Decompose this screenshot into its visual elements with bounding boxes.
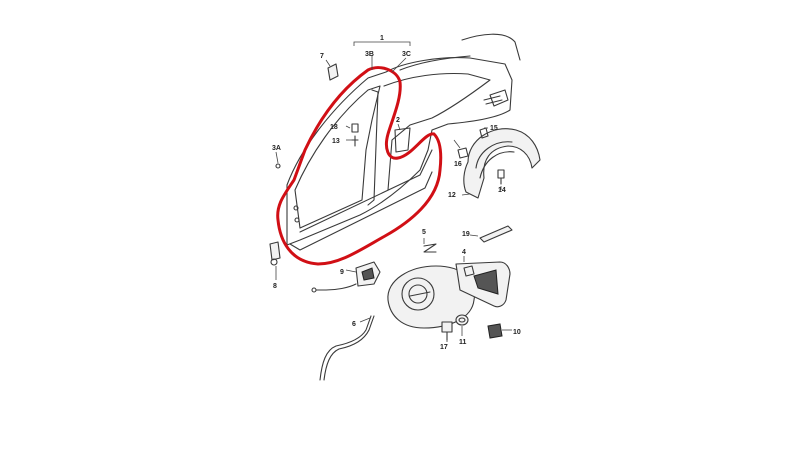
callout-3c: 3C [402,51,411,58]
callout-7: 7 [320,53,324,60]
callout-15: 15 [490,125,498,132]
callout-14: 14 [498,187,506,194]
callout-17: 17 [440,344,448,351]
callout-labels: 1 3B 3C 7 3A 18 13 2 15 16 14 12 5 19 4 … [272,35,521,351]
callout-2: 2 [396,117,400,124]
drain-hose [319,315,372,381]
callout-19: 19 [462,231,470,238]
callout-18: 18 [330,124,338,131]
wheel-arch-liner [463,128,541,199]
callout-4: 4 [462,249,466,256]
callout-13: 13 [332,138,340,145]
highlight-outline [276,66,443,266]
body-side-panel [286,33,521,251]
callout-11: 11 [459,339,467,346]
fuel-filler-housing [387,261,511,329]
seal-strip [479,225,513,243]
callout-6: 6 [352,321,356,328]
fasteners [269,63,505,341]
callout-16: 16 [454,161,462,168]
callout-12: 12 [448,192,456,199]
callout-8: 8 [273,283,277,290]
callout-1: 1 [380,35,384,42]
fuel-lid-actuator [311,261,381,293]
callout-9: 9 [340,269,344,276]
callout-3b: 3B [365,51,374,58]
callout-3a: 3A [272,145,281,152]
callout-5: 5 [422,229,426,236]
spring-clip [423,243,437,253]
callout-10: 10 [513,329,521,336]
leader-lines [275,41,512,342]
